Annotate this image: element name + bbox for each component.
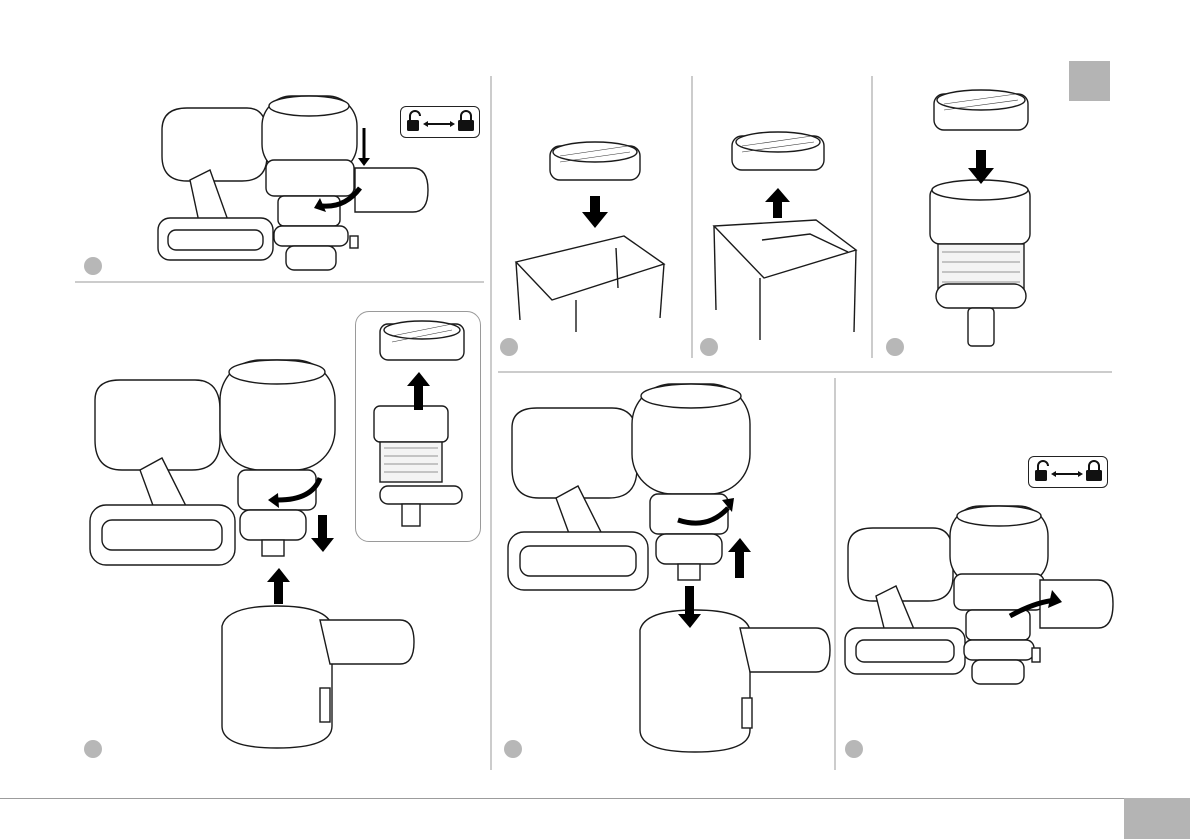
vacuum-illustration-step-7 bbox=[0, 0, 1190, 839]
